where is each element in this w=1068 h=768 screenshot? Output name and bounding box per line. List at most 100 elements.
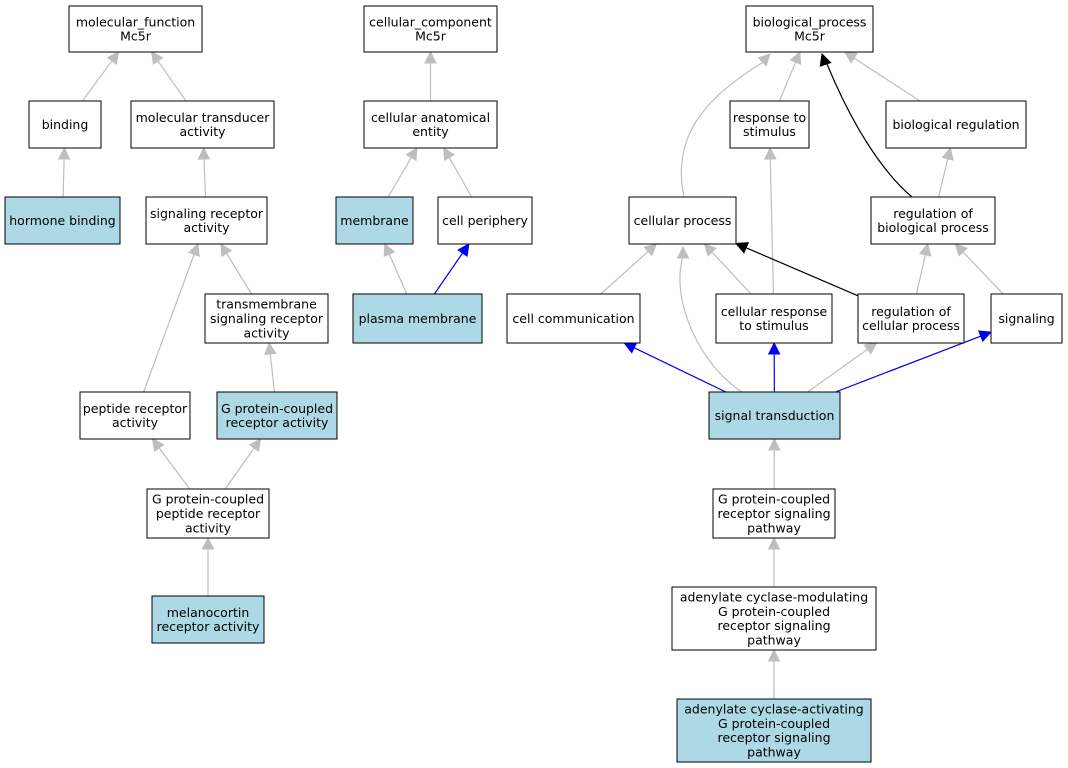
edge-line [826,63,913,198]
node-label: receptor signaling [717,618,830,633]
node-box [857,293,965,344]
edge-gpcra-to-tsra [264,341,277,393]
node-membrane[interactable]: membrane [335,196,414,245]
node-box [715,293,833,344]
node-label: Mc5r [794,29,826,44]
edge-arrowhead [703,243,717,257]
node-label: receptor signaling [717,730,830,745]
node-label: signaling [998,311,1054,326]
edge-arrowhead [264,341,277,356]
edge-line [633,346,727,393]
node-binding[interactable]: binding [28,100,102,149]
edge-arrowhead [623,342,638,354]
edge-crts-to-cproc [703,243,752,295]
node-label: Mc5r [120,29,152,44]
node-ccomm[interactable]: cell communication [506,293,641,344]
node-label: molecular transducer [136,110,271,125]
edge-ccomm-to-cproc [600,243,658,295]
node-label: signaling receptor [210,311,324,326]
edge-arrowhead [767,536,781,550]
edge-gpcpra-to-gpcra [224,438,262,490]
edge-arrowhead [863,342,878,355]
node-hormone[interactable]: hormone binding [4,196,121,245]
node-box [870,196,996,245]
edge-arrowhead [443,147,456,162]
edge-arrowhead [767,648,781,662]
node-cproc[interactable]: cellular process [628,196,737,245]
node-st[interactable]: signal transduction [708,391,841,440]
node-label: G protein-coupled [718,716,830,731]
edge-line [62,157,65,198]
edge-arrowhead [405,147,418,162]
node-label: receptor signaling [717,506,830,521]
node-label: activity [179,124,226,139]
node-box [4,196,121,245]
edge-line [915,253,927,295]
node-label: binding [42,117,89,132]
edge-breg-to-bp [843,51,921,102]
edge-line [744,246,859,297]
edge-line [600,250,650,295]
edge-arrowhead [734,242,750,254]
node-label: adenylate cyclase-modulating [680,590,868,605]
node-label: adenylate cyclase-activating [684,702,864,717]
edge-arrowhead [757,53,771,67]
edge-mra-to-gpcpra [201,536,215,596]
node-label: Mc5r [415,29,447,44]
node-cperiph[interactable]: cell periphery [437,196,533,245]
node-label: molecular_function [76,14,195,29]
node-breg[interactable]: biological regulation [885,100,1027,149]
node-label: signal transduction [715,408,835,423]
edge-arrowhead [248,438,262,453]
node-label: G protein-coupled [718,604,830,619]
node-label: regulation of [893,206,973,221]
edge-arrowhead [220,243,233,258]
edge-line [433,251,464,295]
edge-hormone-to-binding [57,146,71,198]
edge-line [835,335,982,393]
edge-arrowhead [424,50,437,64]
edge-line [156,59,187,102]
edge-arrowhead [919,242,932,257]
node-label: membrane [340,213,409,228]
node-box [352,293,483,344]
node-pm[interactable]: plasma membrane [352,293,483,344]
node-label: cellular response [721,304,828,319]
edge-sra-to-mta [197,146,211,198]
node-box [216,391,338,440]
node-box [885,100,1027,149]
edge-line [448,156,473,198]
edge-gpcrsp-to-st [768,437,781,490]
edges-layer [57,50,1004,699]
node-box [671,586,877,651]
edge-line [938,157,949,198]
edge-line [269,352,276,393]
edge-line [961,250,1004,295]
edge-line [143,253,196,393]
edge-rbp-to-bp [819,52,913,198]
edge-arrowhead [201,536,215,550]
node-sig[interactable]: signaling [990,293,1063,344]
edge-arrowhead [643,243,658,257]
edge-rbp-to-breg [938,146,954,198]
